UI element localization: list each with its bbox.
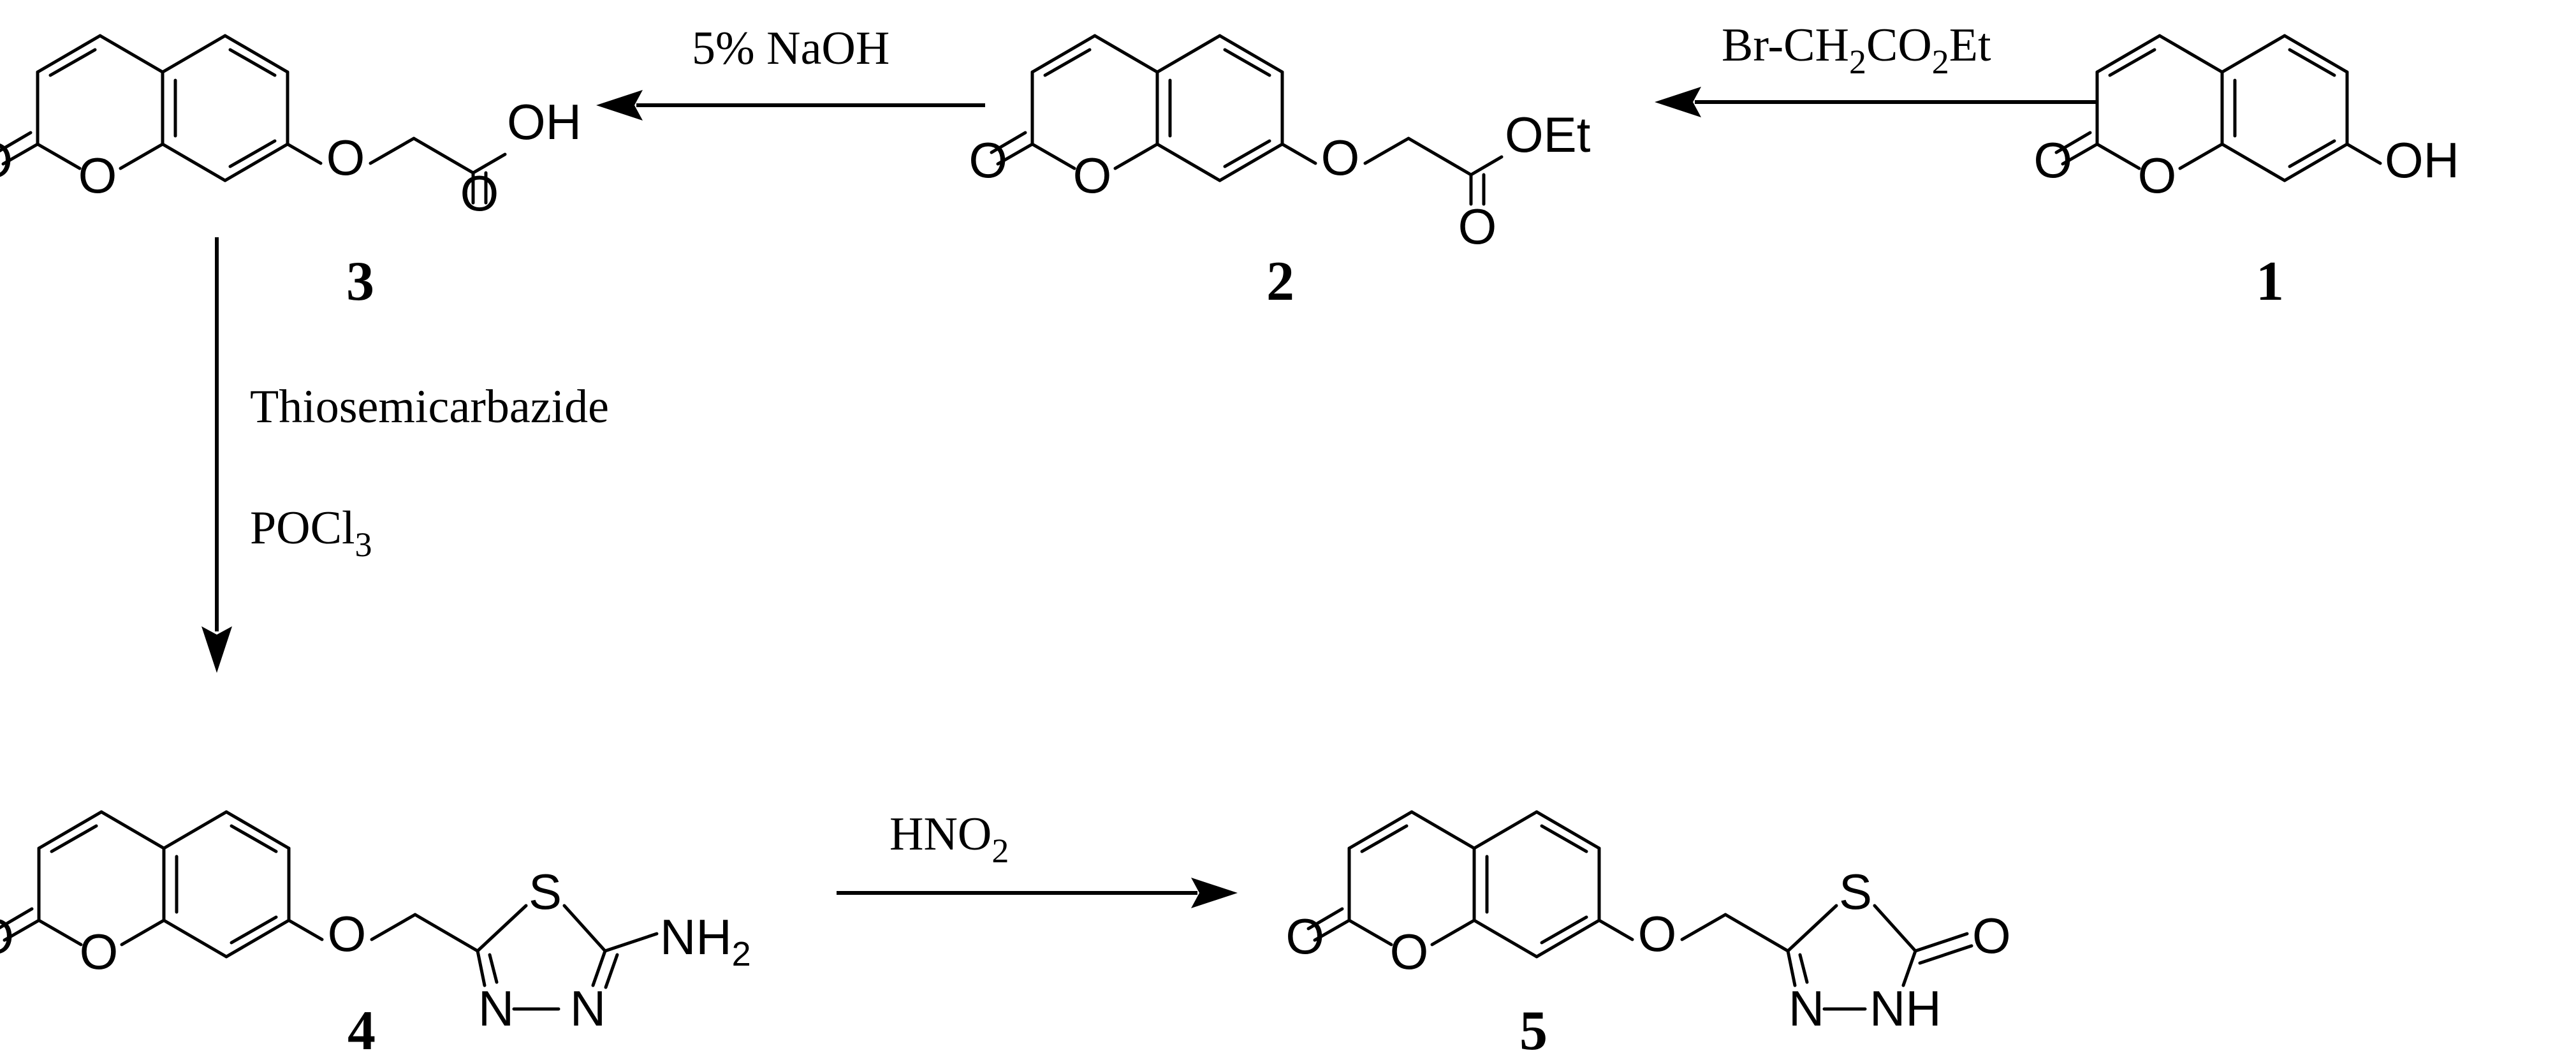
reagent-bromoacetate-part2: CO [1866,19,1932,71]
compound-4-structure [0,812,659,1011]
reagent-bromoacetate-part3: Et [1949,19,1991,71]
c5-keto-oxygen: O [1972,908,2011,964]
c2-ester-carbonyl-oxygen: O [1458,198,1497,254]
c4-amino-nh: NH [660,909,732,965]
reagent-pocl3: POCl3 [250,502,372,564]
c5-ring-oxygen: O [1390,924,1429,980]
c3-acid-hydroxyl: OH [507,94,582,150]
c5-carbonyl-oxygen: O [1285,908,1324,964]
reagent-hno2-sub: 2 [992,832,1009,870]
c4-carbonyl-oxygen: O [0,908,14,964]
c4-thiadiazole-n4: N [570,980,606,1036]
c5-ether-oxygen: O [1638,906,1677,962]
arrow-1-to-2 [1655,87,2097,117]
reagent-thiosemicarbazide: Thiosemicarbazide [250,381,609,433]
compound-5-label: 5 [1519,1000,1548,1053]
reagent-bromoacetate-part1: Br-CH [1722,19,1849,71]
compound-2-label: 2 [1266,251,1294,313]
c5-thiadiazolone-n3: N [1789,980,1824,1036]
arrow-2-to-3 [596,90,985,121]
reagent-bromoacetate-sub2: 2 [1932,43,1949,81]
reagent-pocl3-sub: 3 [355,526,372,564]
c2-ring-oxygen: O [1073,147,1112,203]
c4-amino-subscript: 2 [732,935,751,973]
reagent-pocl3-main: POCl [250,502,355,554]
arrow-3-to-4 [201,237,232,673]
c4-ether-oxygen: O [328,906,367,962]
reagent-hno2: HNO2 [889,808,1009,870]
arrow-4-to-5 [837,878,1238,908]
c5-thiadiazolone-sulfur: S [1839,864,1872,920]
compound-5-structure [1308,812,1973,1011]
c4-thiadiazole-n3: N [478,980,514,1036]
reagent-bromoacetate: Br-CH2CO2Et [1722,19,1991,81]
c3-carbonyl-oxygen: O [0,132,13,188]
c3-ether-oxygen: O [326,129,365,186]
reagent-bromoacetate-sub1: 2 [1849,43,1866,81]
c5-thiadiazolone-nh: NH [1870,980,1942,1036]
c2-ethoxy-group: OEt [1505,107,1591,163]
reagent-naoh: 5% NaOH [692,22,889,75]
c4-ring-oxygen: O [80,924,119,980]
reagent-hno2-main: HNO [889,808,992,860]
compound-1-label: 1 [2256,251,2284,313]
c1-carbonyl-oxygen: O [2033,132,2072,188]
compound-1-structure [2056,36,2382,180]
c3-ring-oxygen: O [78,147,117,203]
compound-3-structure [0,36,507,205]
c2-carbonyl-oxygen: O [969,132,1007,188]
c4-thiadiazole-sulfur: S [529,864,562,920]
c2-ether-oxygen: O [1321,129,1360,186]
c3-acid-carbonyl-oxygen: O [460,165,499,221]
compound-2-structure [992,36,1504,206]
c1-ring-oxygen: O [2138,147,2177,203]
c4-amino-group: NH2 [660,909,751,973]
compound-4-label: 4 [348,1000,376,1053]
c1-hydroxyl-group: OH [2385,132,2459,188]
compound-3-label: 3 [346,251,374,313]
